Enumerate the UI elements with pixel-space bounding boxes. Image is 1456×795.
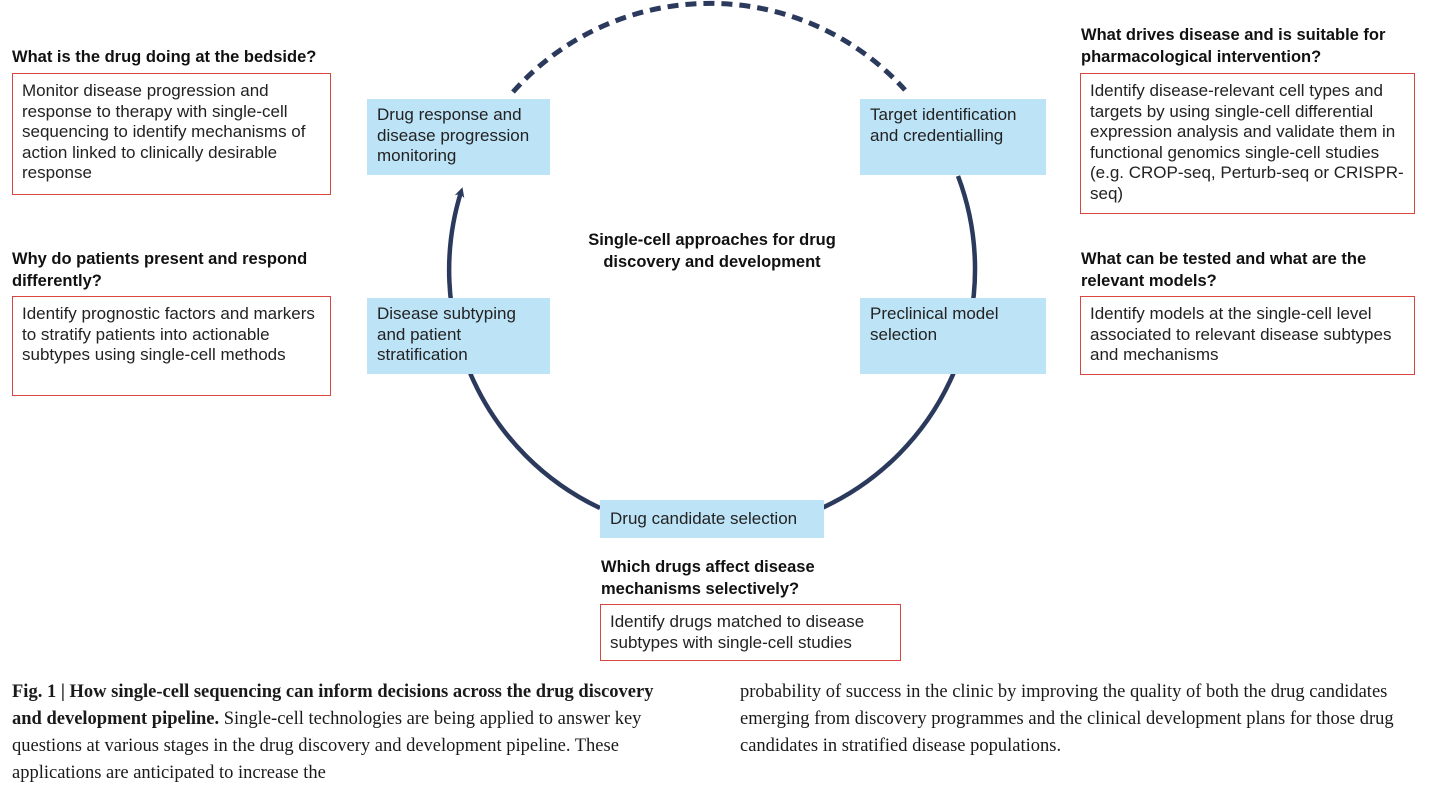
question-drugs-affect: Which drugs affect disease mechanisms se… [601,558,815,598]
center-title: Single-cell approaches for drug discover… [588,231,836,271]
stage-drug-candidate: Drug candidate selection [600,500,824,538]
answer-patients: Identify prognostic factors and markers … [12,296,331,396]
figure-caption-label: Fig. 1 | How single-cell sequencing can … [12,682,654,729]
figure-caption-right: probability of success in the clinic by … [740,682,1394,756]
question-patients: Why do patients present and respond diff… [12,250,308,290]
answer-bedside: Monitor disease progression and response… [12,73,331,195]
stage-drug-response: Drug response and disease progression mo… [367,99,550,175]
solid-arc-left [446,187,601,511]
answer-drugs-affect: Identify drugs matched to disease subtyp… [600,604,901,661]
question-bedside: What is the drug doing at the bedside? [12,48,317,66]
stage-disease-subtyping: Disease subtyping and patient stratifica… [367,298,550,374]
stage-target-identification: Target identification and credentialling [860,99,1046,175]
answer-tested-models: Identify models at the single-cell level… [1080,296,1415,375]
stage-preclinical-model: Preclinical model selection [860,298,1046,374]
dashed-arc-top [511,0,907,94]
answer-drives-disease: Identify disease-relevant cell types and… [1080,73,1415,214]
figure-caption-text-left: Single-cell technologies are being appli… [12,709,642,783]
question-tested-models: What can be tested and what are the rele… [1081,250,1367,290]
question-drives-disease: What drives disease and is suitable for … [1081,26,1386,66]
figure-caption-left: Fig. 1 | How single-cell sequencing can … [12,679,672,787]
